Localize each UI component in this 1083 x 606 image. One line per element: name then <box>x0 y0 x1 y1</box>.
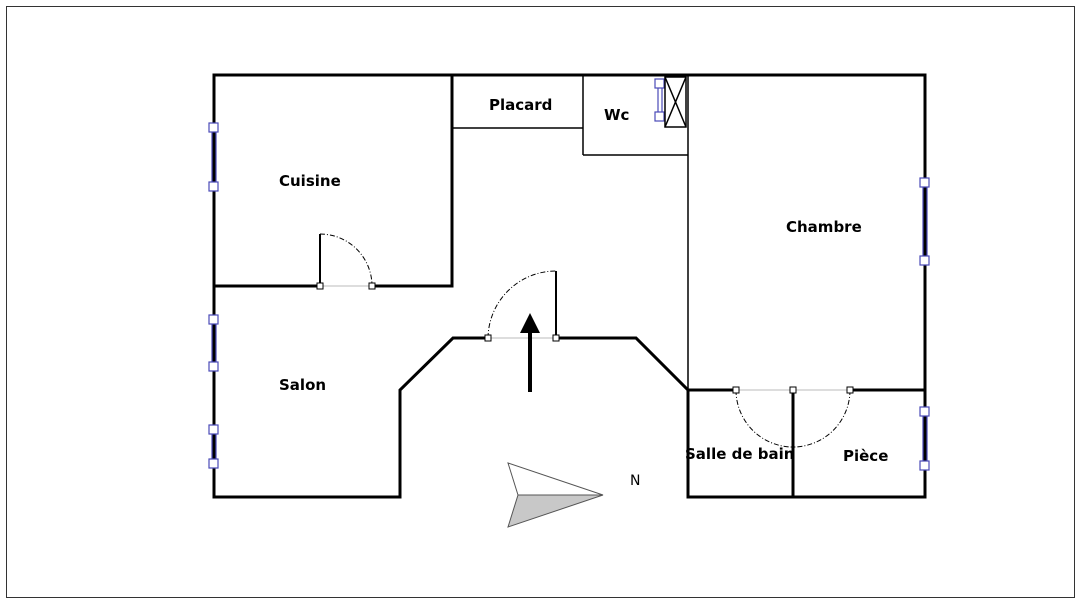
wall-outer-left <box>212 73 927 499</box>
walls <box>212 73 927 499</box>
window-wc <box>654 78 665 122</box>
ventilation-duct-icon <box>664 76 687 128</box>
window-kitchen <box>208 122 219 192</box>
window-chambre <box>919 177 930 266</box>
room-label-piece: Pièce <box>843 447 888 465</box>
compass-label: N <box>630 473 640 489</box>
window-piece <box>919 406 930 471</box>
entrance-arrow-icon <box>520 313 540 392</box>
north-arrow-icon <box>507 462 604 528</box>
room-label-salon: Salon <box>279 376 326 394</box>
window-salon-top <box>208 314 219 372</box>
door-entrance <box>484 270 560 342</box>
door-kitchen <box>316 233 376 290</box>
wall-entrance-bay <box>398 336 490 499</box>
windows <box>208 78 930 471</box>
window-salon-bottom <box>208 424 219 469</box>
room-label-salle-de-bain: Salle de bain <box>685 445 794 463</box>
room-label-placard: Placard <box>489 96 552 114</box>
door-bath <box>732 386 854 448</box>
room-label-wc: Wc <box>604 106 629 124</box>
room-label-chambre: Chambre <box>786 218 862 236</box>
wall-entrance-right <box>554 336 691 393</box>
room-label-cuisine: Cuisine <box>279 172 341 190</box>
